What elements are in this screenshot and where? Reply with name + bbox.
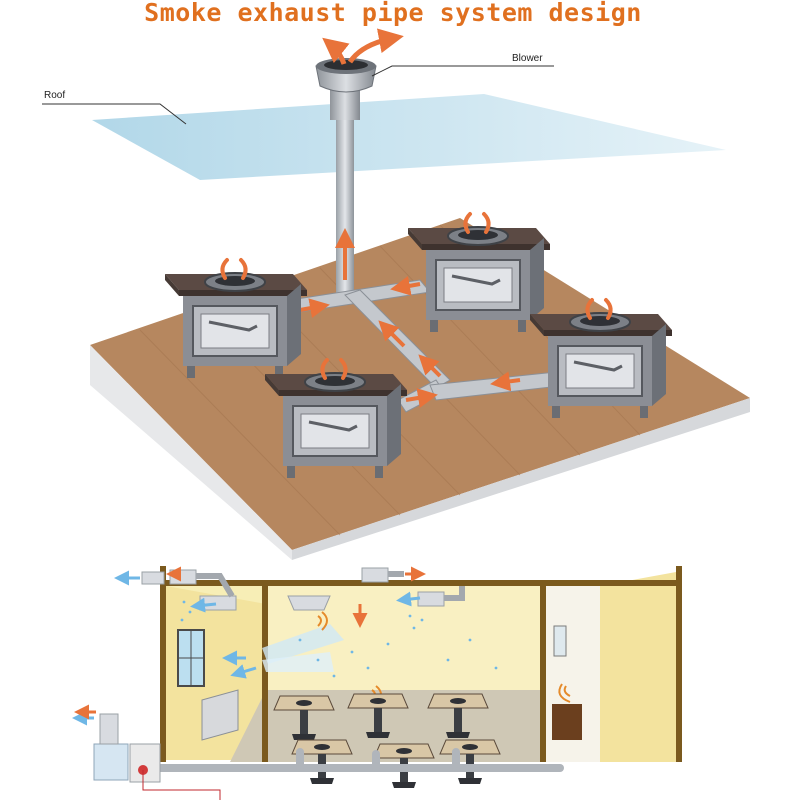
vertical-riser-pipe (336, 120, 354, 300)
roof-plane (92, 94, 726, 180)
control-leader-line (142, 770, 221, 800)
ceiling-ducts (141, 567, 445, 611)
outdoor-exhaust-fan (93, 713, 161, 783)
grill-station-right (528, 298, 674, 420)
grill-station-front (263, 358, 409, 480)
blower-exhaust-arrows (322, 28, 404, 65)
smoke-particles (180, 600, 498, 678)
diagram-title: Smoke exhaust pipe system design (144, 0, 642, 27)
blower-leader-line (371, 65, 554, 77)
roof-label: Roof (44, 90, 65, 101)
duct-flow-arrows (299, 228, 521, 408)
exhaust-arrows-bottom (74, 566, 426, 720)
grill-station-left (163, 258, 309, 380)
blower-label: Blower (512, 53, 543, 64)
kitchen-counter (201, 689, 239, 741)
ceiling-pipes (196, 571, 465, 601)
window (177, 629, 205, 687)
air-stream-lower (262, 652, 334, 672)
air-stream (262, 624, 344, 664)
roof-leader-line (42, 103, 187, 125)
side-room-cabinet (552, 704, 582, 740)
underfloor-pipes (156, 748, 564, 772)
blower-unit (315, 58, 377, 120)
grill-station-back (406, 212, 552, 334)
side-room-window (553, 625, 567, 657)
